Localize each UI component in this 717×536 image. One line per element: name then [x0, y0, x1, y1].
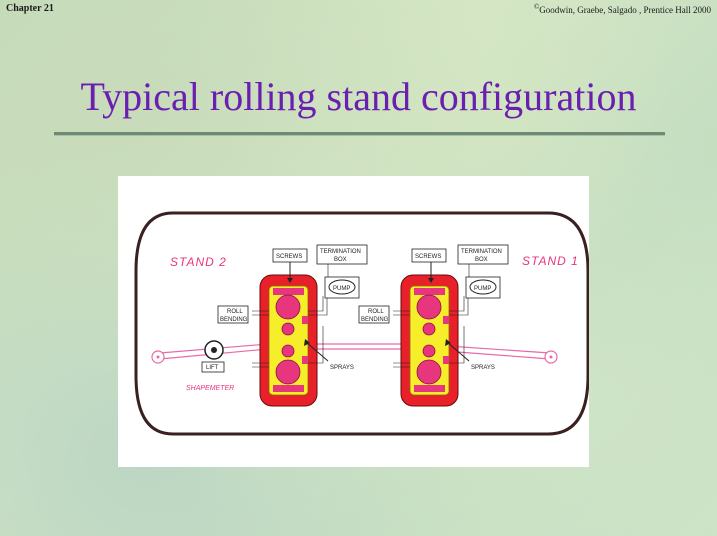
stand-2-bottom-work-roll — [281, 344, 295, 358]
stand-1-label: STAND 1 — [522, 254, 579, 268]
stand-1-pump — [469, 279, 497, 295]
stand-2-bottom-backup-roll — [275, 359, 301, 385]
stand-1-screws-arrowhead — [428, 278, 434, 283]
lift-label: LIFT — [206, 365, 219, 371]
stand-2-hydraulic-lines — [252, 310, 269, 368]
stand-1-bottom-work-roll — [422, 344, 436, 358]
stand-1-screws-box — [411, 248, 447, 263]
stand-1-roll-bending-line1: ROLL — [368, 309, 384, 315]
stand-2-roll-bending-line2: BENDING — [220, 317, 248, 323]
stand-2-bottom-chock — [273, 385, 304, 392]
stand-1-sprays-arrow — [446, 341, 470, 362]
copyright-notice: ©Goodwin, Graebe, Salgado , Prentice Hal… — [534, 3, 711, 15]
stand-2-top-work-roll — [281, 322, 295, 336]
stand-1-top-work-roll — [422, 322, 436, 336]
stand-2-screws-label: SCREWS — [276, 254, 302, 260]
stand-1-termination-line1: TERMINATION — [461, 249, 502, 255]
shapemeter-label: SHAPEMETER — [186, 385, 234, 392]
stand-2-top-chock — [273, 288, 304, 295]
stand-1-sprays-arrowhead — [445, 339, 451, 346]
stand-2-termination-line1: TERMINATION — [320, 249, 361, 255]
right-guide-roll-hub — [549, 355, 553, 359]
stand-2-label: STAND 2 — [170, 255, 227, 269]
stand-1-assembly — [393, 274, 469, 407]
lift-box — [201, 361, 225, 373]
stand-1-pump-label: PUMP — [474, 286, 491, 292]
frame-outline — [134, 211, 589, 436]
stand-1-roll-bending-line2: BENDING — [361, 317, 389, 323]
stand-2-spray-block-lower — [302, 356, 308, 364]
stand-2-roll-bending-line1: ROLL — [227, 309, 243, 315]
stand-2-pump-lines — [308, 296, 328, 364]
copyright-text: Goodwin, Graebe, Salgado , Prentice Hall… — [539, 5, 711, 15]
title-divider — [54, 132, 665, 136]
stand-2-termination-box — [316, 244, 368, 265]
slide-title: Typical rolling stand configuration — [80, 74, 637, 119]
stand-1-pump-lines — [449, 296, 469, 364]
stand-1-termination-line2: BOX — [475, 257, 488, 263]
stand-2-pump-label: PUMP — [333, 286, 350, 292]
stand-2-spray-block — [302, 316, 308, 324]
shapemeter-roll-hub — [211, 347, 217, 353]
stand-2-top-backup-roll — [275, 294, 301, 320]
stand-2-screws-arrowhead — [287, 278, 293, 283]
stand-1-sprays-label: SPRAYS — [471, 365, 495, 371]
stand-1-spray-block-lower — [443, 356, 449, 364]
stand-1-spray-block — [443, 316, 449, 324]
stand-2-pump — [328, 279, 356, 295]
rolling-stand-diagram: STAND 2 STAND 1 LIFT SHAPEMETER SCREWS — [118, 176, 589, 467]
stand-2-sprays-arrow — [305, 341, 329, 362]
stand-1-screws-label: SCREWS — [415, 254, 441, 260]
stand-1-termination-box — [457, 244, 509, 265]
copyright-symbol: © — [533, 3, 540, 11]
stand-2-termination-line2: BOX — [334, 257, 347, 263]
stand-2-sprays-arrowhead — [304, 339, 310, 346]
left-guide-roll-hub — [156, 355, 160, 359]
stand-1-hydraulic-lines — [393, 310, 410, 368]
stand-2-assembly — [252, 274, 328, 407]
stand-1-roll-bending-box — [358, 305, 390, 324]
stand-2-roll-bending-box — [217, 305, 249, 324]
stand-2-sprays-label: SPRAYS — [330, 365, 354, 371]
stand-1-bottom-backup-roll — [416, 359, 442, 385]
stand-1-top-backup-roll — [416, 294, 442, 320]
chapter-label: Chapter 21 — [6, 3, 54, 14]
stand-1-bottom-chock — [414, 385, 445, 392]
stand-1-top-chock — [414, 288, 445, 295]
